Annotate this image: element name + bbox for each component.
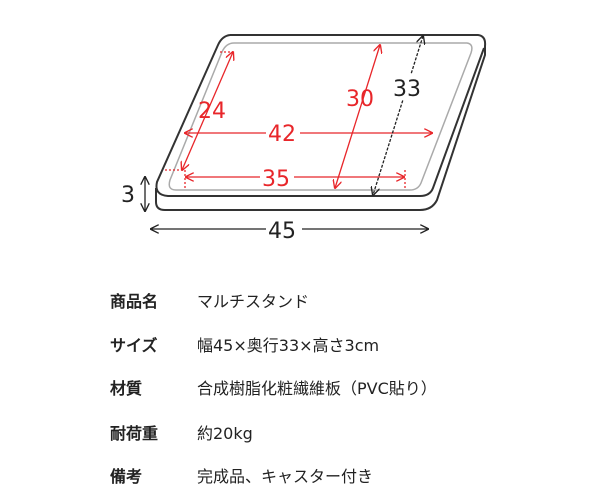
inner-depth-right-label: 30 [346, 87, 374, 112]
inner-depth-label: 24 [198, 99, 226, 124]
spec-value: 幅45×奥行33×高さ3cm [197, 336, 380, 355]
tray-dimension-diagram: 24 42 35 30 33 3 45 [121, 0, 487, 244]
spec-value: 合成樹脂化粧繊維板（PVC貼り） [197, 379, 437, 398]
outer-depth-label: 33 [393, 77, 421, 102]
spec-label: サイズ [110, 336, 158, 355]
spec-label: 備考 [110, 467, 143, 486]
inner-width-top-label: 42 [268, 122, 296, 147]
tray-outline [155, 34, 487, 211]
outer-width-label: 45 [268, 219, 296, 244]
spec-value: 完成品、キャスター付き [197, 467, 374, 486]
spec-label: 材質 [110, 379, 143, 398]
spec-label: 商品名 [110, 292, 159, 311]
inner-width-bottom-label: 35 [262, 167, 290, 192]
height-label: 3 [121, 183, 135, 208]
spec-label: 耐荷重 [110, 424, 159, 443]
spec-value: マルチスタンド [197, 292, 310, 311]
spec-value: 約20kg [197, 424, 253, 443]
